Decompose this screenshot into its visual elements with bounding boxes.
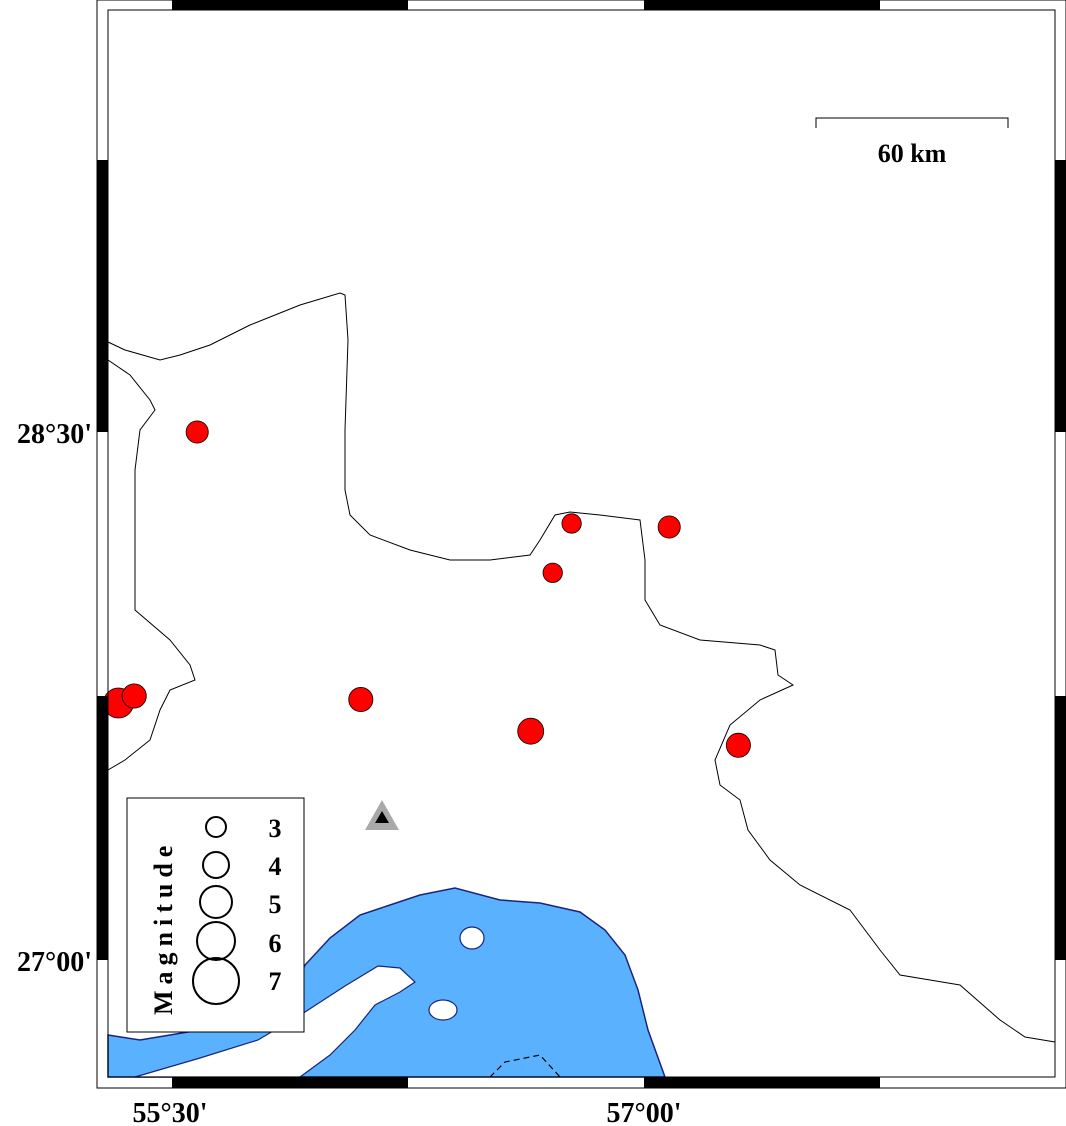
legend-label: 5	[269, 890, 282, 919]
earthquake-event	[725, 732, 751, 758]
legend-label: 7	[269, 967, 282, 996]
legend-circle	[205, 816, 227, 838]
magnitude-legend: Magnitude 3 4 5 6 7	[126, 797, 305, 1033]
legend-circle	[202, 851, 230, 879]
lat-label: 27°00'	[17, 947, 92, 978]
scale-bar-label: 60 km	[878, 139, 947, 168]
map-frame	[96, 0, 1066, 1089]
island	[428, 999, 458, 1021]
legend-title: Magnitude	[149, 840, 178, 1015]
earthquake-events	[103, 420, 751, 758]
earthquake-event	[517, 717, 545, 745]
earthquake-event	[561, 513, 582, 534]
scale-bar: 60 km	[815, 117, 1009, 168]
island	[459, 926, 485, 950]
station-triangle-icon	[365, 800, 399, 830]
province-border	[107, 292, 1056, 1043]
legend-circle	[192, 957, 240, 1005]
lat-label: 28°30'	[17, 419, 92, 450]
legend-circle	[199, 885, 233, 919]
legend-circle	[196, 921, 236, 961]
earthquake-event	[348, 687, 374, 713]
legend-label: 6	[269, 929, 282, 958]
earthquake-event	[121, 683, 147, 709]
legend-label: 4	[269, 852, 282, 881]
lon-label: 57°00'	[607, 1098, 682, 1126]
earthquake-event	[185, 420, 209, 444]
province-border	[107, 359, 196, 771]
legend-label: 3	[269, 814, 282, 843]
maritime-boundary	[489, 1054, 561, 1078]
island-qeshm	[134, 965, 416, 1078]
earthquake-event	[542, 562, 563, 583]
lon-label: 55°30'	[133, 1098, 208, 1126]
earthquake-event	[657, 515, 681, 539]
